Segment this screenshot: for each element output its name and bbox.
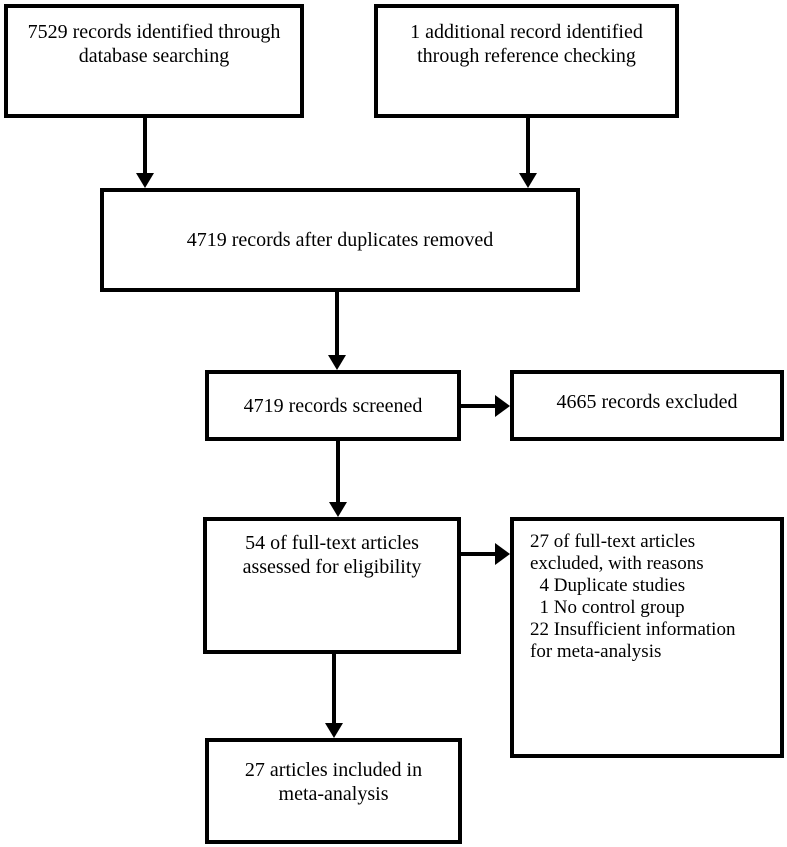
arrow-head-icon bbox=[329, 502, 347, 517]
box-fulltext-excluded-reasons: 27 of full-text articles excluded, with … bbox=[510, 517, 784, 758]
arrow-head-icon bbox=[325, 723, 343, 738]
box-records-excluded: 4665 records excluded bbox=[510, 370, 784, 441]
arrow-shaft bbox=[460, 404, 495, 408]
box-text: 1 additional record identified bbox=[410, 21, 643, 43]
arrow-head-icon bbox=[519, 173, 537, 188]
arrow-head-icon bbox=[328, 355, 346, 370]
box-text: 7529 records identified through bbox=[27, 21, 281, 43]
box-text: 27 of full-text articles bbox=[530, 531, 696, 552]
arrow-head-icon bbox=[136, 173, 154, 188]
box-text: through reference checking bbox=[417, 45, 636, 67]
box-text: database searching bbox=[78, 45, 230, 67]
arrow-shaft bbox=[332, 653, 336, 723]
box-text: for meta-analysis bbox=[530, 641, 662, 662]
box-included-meta-analysis: 27 articles included in meta-analysis bbox=[205, 738, 462, 844]
arrow-shaft bbox=[336, 441, 340, 502]
arrow-shaft bbox=[335, 292, 339, 355]
box-text: 54 of full-text articles bbox=[245, 532, 419, 554]
box-records-screened: 4719 records screened bbox=[205, 370, 461, 441]
arrow-shaft bbox=[526, 118, 530, 173]
box-text: 1 No control group bbox=[530, 597, 685, 618]
box-text: 4665 records excluded bbox=[556, 390, 738, 413]
box-after-duplicates: 4719 records after duplicates removed bbox=[100, 188, 580, 292]
box-text: meta-analysis bbox=[278, 783, 389, 805]
box-text: 27 articles included in bbox=[244, 759, 423, 781]
box-text: assessed for eligibility bbox=[242, 556, 422, 578]
box-additional-records: 1 additional record identified through r… bbox=[374, 4, 679, 118]
box-text: excluded, with reasons bbox=[530, 553, 704, 574]
box-text: 22 Insufficient information bbox=[530, 619, 736, 640]
box-fulltext-assessed: 54 of full-text articles assessed for el… bbox=[203, 517, 461, 654]
box-records-identified: 7529 records identified through database… bbox=[4, 4, 304, 118]
arrow-head-icon bbox=[495, 395, 510, 417]
arrow-shaft bbox=[143, 118, 147, 173]
box-text: 4719 records after duplicates removed bbox=[186, 229, 494, 251]
box-text: 4719 records screened bbox=[243, 394, 423, 417]
arrow-shaft bbox=[460, 552, 495, 556]
arrow-head-icon bbox=[495, 543, 510, 565]
box-text: 4 Duplicate studies bbox=[530, 575, 686, 596]
